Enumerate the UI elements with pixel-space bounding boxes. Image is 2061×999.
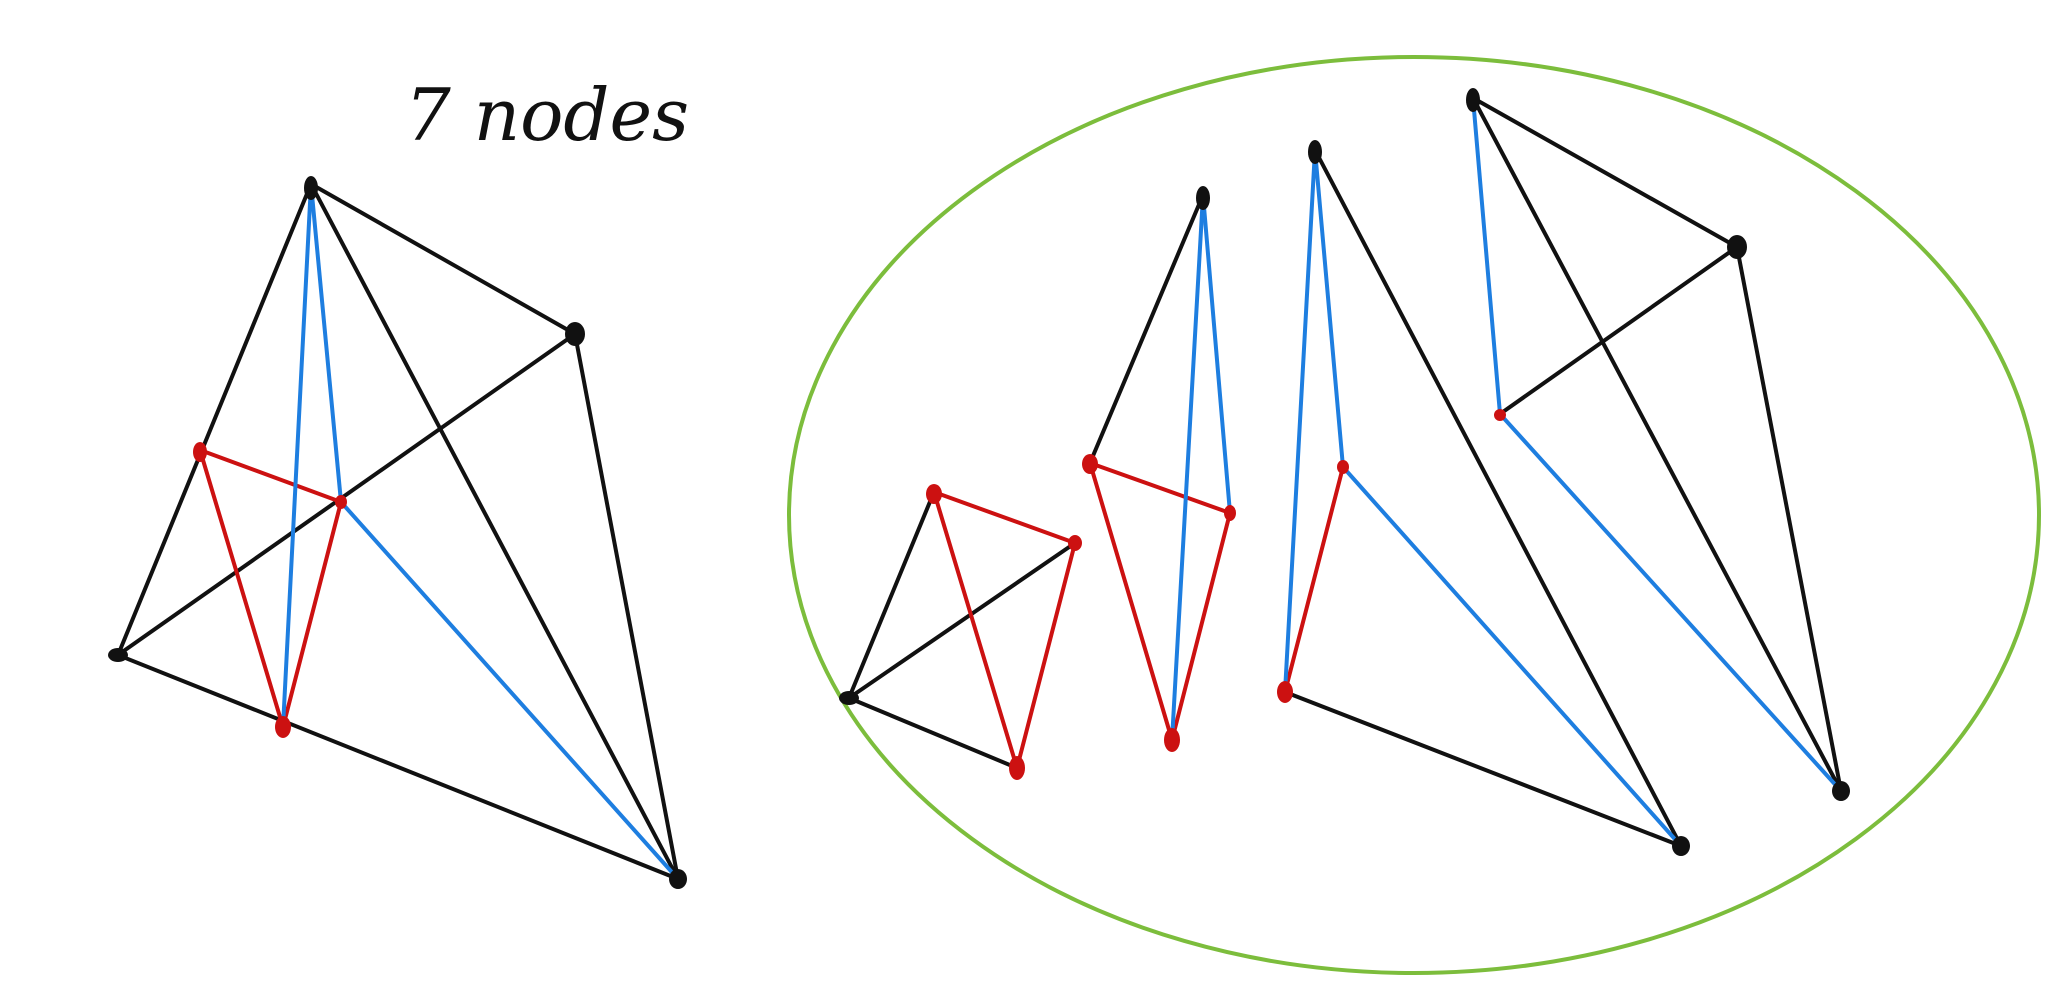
node-red-bottom bbox=[275, 716, 291, 738]
sg3-edge-blue-2 bbox=[1283, 148, 1317, 694]
subgraph-3 bbox=[1277, 140, 1690, 856]
full-graph-red-edges bbox=[198, 448, 343, 729]
sg1-edge-red-2 bbox=[932, 490, 1019, 770]
sg2-edge-red-2 bbox=[1088, 461, 1174, 742]
sg2-edge-red-1 bbox=[1088, 461, 1232, 515]
subgraph-group-outline bbox=[787, 55, 2041, 975]
sg1-edge-black-3 bbox=[847, 696, 1019, 770]
sg4-edge-black-3 bbox=[1498, 245, 1739, 416]
title-label: 7 nodes bbox=[405, 73, 689, 157]
sg2-node-3 bbox=[1224, 505, 1236, 521]
full-graph-nodes bbox=[108, 176, 687, 889]
sg2-edge-blue-2 bbox=[1170, 193, 1205, 742]
sg2-edge-blue-1 bbox=[1201, 193, 1232, 515]
edge-top-redbottom bbox=[281, 182, 313, 729]
sg4-edge-blue-2 bbox=[1498, 412, 1843, 793]
sg3-edge-blue-3 bbox=[1341, 465, 1683, 848]
sg4-edge-black-4 bbox=[1735, 245, 1843, 793]
sg1-edge-red-1 bbox=[932, 490, 1077, 545]
sg3-node-4 bbox=[1672, 836, 1690, 856]
edge-redmid-bottomright bbox=[339, 500, 680, 881]
sg2-node-2 bbox=[1082, 454, 1098, 474]
edge-redleft-redbottom bbox=[198, 448, 285, 729]
sg3-edge-red-1 bbox=[1283, 465, 1345, 694]
sg3-edge-blue-1 bbox=[1313, 148, 1345, 469]
sg1-node-3 bbox=[1009, 756, 1025, 780]
full-graph bbox=[108, 176, 687, 889]
edge-redleft-redmid bbox=[198, 448, 343, 504]
sg3-edge-black-1 bbox=[1313, 148, 1683, 848]
sg4-node-3 bbox=[1494, 409, 1506, 421]
sg1-edge-black-2 bbox=[847, 541, 1077, 700]
edge-top-redmid bbox=[309, 182, 343, 504]
node-red-mid bbox=[335, 495, 347, 509]
sg4-edge-blue-1 bbox=[1471, 96, 1502, 416]
full-graph-black-edges bbox=[116, 182, 680, 881]
sg1-node-1 bbox=[926, 484, 942, 504]
edge-redmid-redbottom bbox=[281, 500, 343, 729]
sg1-edge-black-1 bbox=[847, 490, 936, 700]
subgraph-4 bbox=[1466, 88, 1850, 801]
sg4-edge-black-1 bbox=[1471, 96, 1739, 249]
sg4-node-4 bbox=[1832, 781, 1850, 801]
sg3-node-1 bbox=[1308, 140, 1322, 164]
sg4-edge-black-2 bbox=[1471, 96, 1843, 793]
node-right bbox=[565, 322, 585, 346]
sg3-node-3 bbox=[1277, 681, 1293, 703]
node-top bbox=[304, 176, 318, 200]
sg1-node-4 bbox=[839, 691, 859, 705]
edge-left-bottomright bbox=[116, 653, 680, 881]
sg1-edge-red-3 bbox=[1015, 541, 1077, 770]
sg2-edge-red-3 bbox=[1170, 511, 1232, 742]
sg3-node-2 bbox=[1337, 460, 1349, 474]
sg2-edge-black-1 bbox=[1088, 193, 1205, 465]
full-graph-blue-edges bbox=[281, 182, 680, 881]
node-bottom-right bbox=[669, 869, 687, 889]
subgraph-1 bbox=[839, 484, 1082, 780]
edge-top-left bbox=[116, 182, 313, 657]
sg4-node-2 bbox=[1727, 235, 1747, 259]
sg4-node-1 bbox=[1466, 88, 1480, 112]
node-red-left bbox=[193, 442, 207, 462]
sg3-edge-black-2 bbox=[1283, 690, 1683, 848]
edge-left-right bbox=[116, 332, 577, 657]
subgraph-2 bbox=[1082, 186, 1236, 752]
sg1-node-2 bbox=[1068, 535, 1082, 551]
edge-top-right bbox=[309, 182, 577, 336]
sg2-node-4 bbox=[1164, 728, 1180, 752]
node-left bbox=[108, 648, 128, 662]
edge-right-bottomright bbox=[573, 332, 680, 881]
sg2-node-1 bbox=[1196, 186, 1210, 210]
edge-top-bottomright bbox=[309, 182, 680, 881]
